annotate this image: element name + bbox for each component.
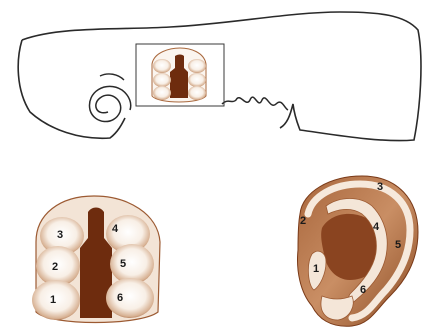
- embryo-lower-outline: [18, 40, 125, 138]
- hillock-label-6: 6: [117, 292, 123, 304]
- ear-label-2: 2: [300, 215, 306, 227]
- embryo-outline-panel: [18, 12, 421, 141]
- hillock-label-3: 3: [57, 229, 63, 241]
- hillock-label-5: 5: [120, 258, 126, 270]
- small-hillocks-cluster: [152, 48, 206, 102]
- ear-label-4: 4: [373, 221, 380, 233]
- adult-ear-panel: 1 2 3 4 5 6: [298, 176, 418, 326]
- ear-label-1: 1: [313, 263, 319, 275]
- spiral-outline: [89, 86, 130, 121]
- spiral-tail: [100, 74, 124, 80]
- hillock-label-2: 2: [52, 261, 58, 273]
- hillock-label-1: 1: [50, 294, 56, 306]
- hillock-5: [110, 244, 154, 284]
- hillock-label-4: 4: [112, 223, 119, 235]
- ear-label-6: 6: [360, 284, 366, 296]
- ear-label-3: 3: [377, 181, 383, 193]
- hillocks-panel: 1 2 3 4 5 6: [32, 196, 160, 323]
- ear-label-5: 5: [395, 239, 401, 251]
- hillock-6: [106, 278, 154, 318]
- pharyngeal-arches-line: [222, 97, 288, 110]
- embryo-body-outline: [22, 12, 421, 141]
